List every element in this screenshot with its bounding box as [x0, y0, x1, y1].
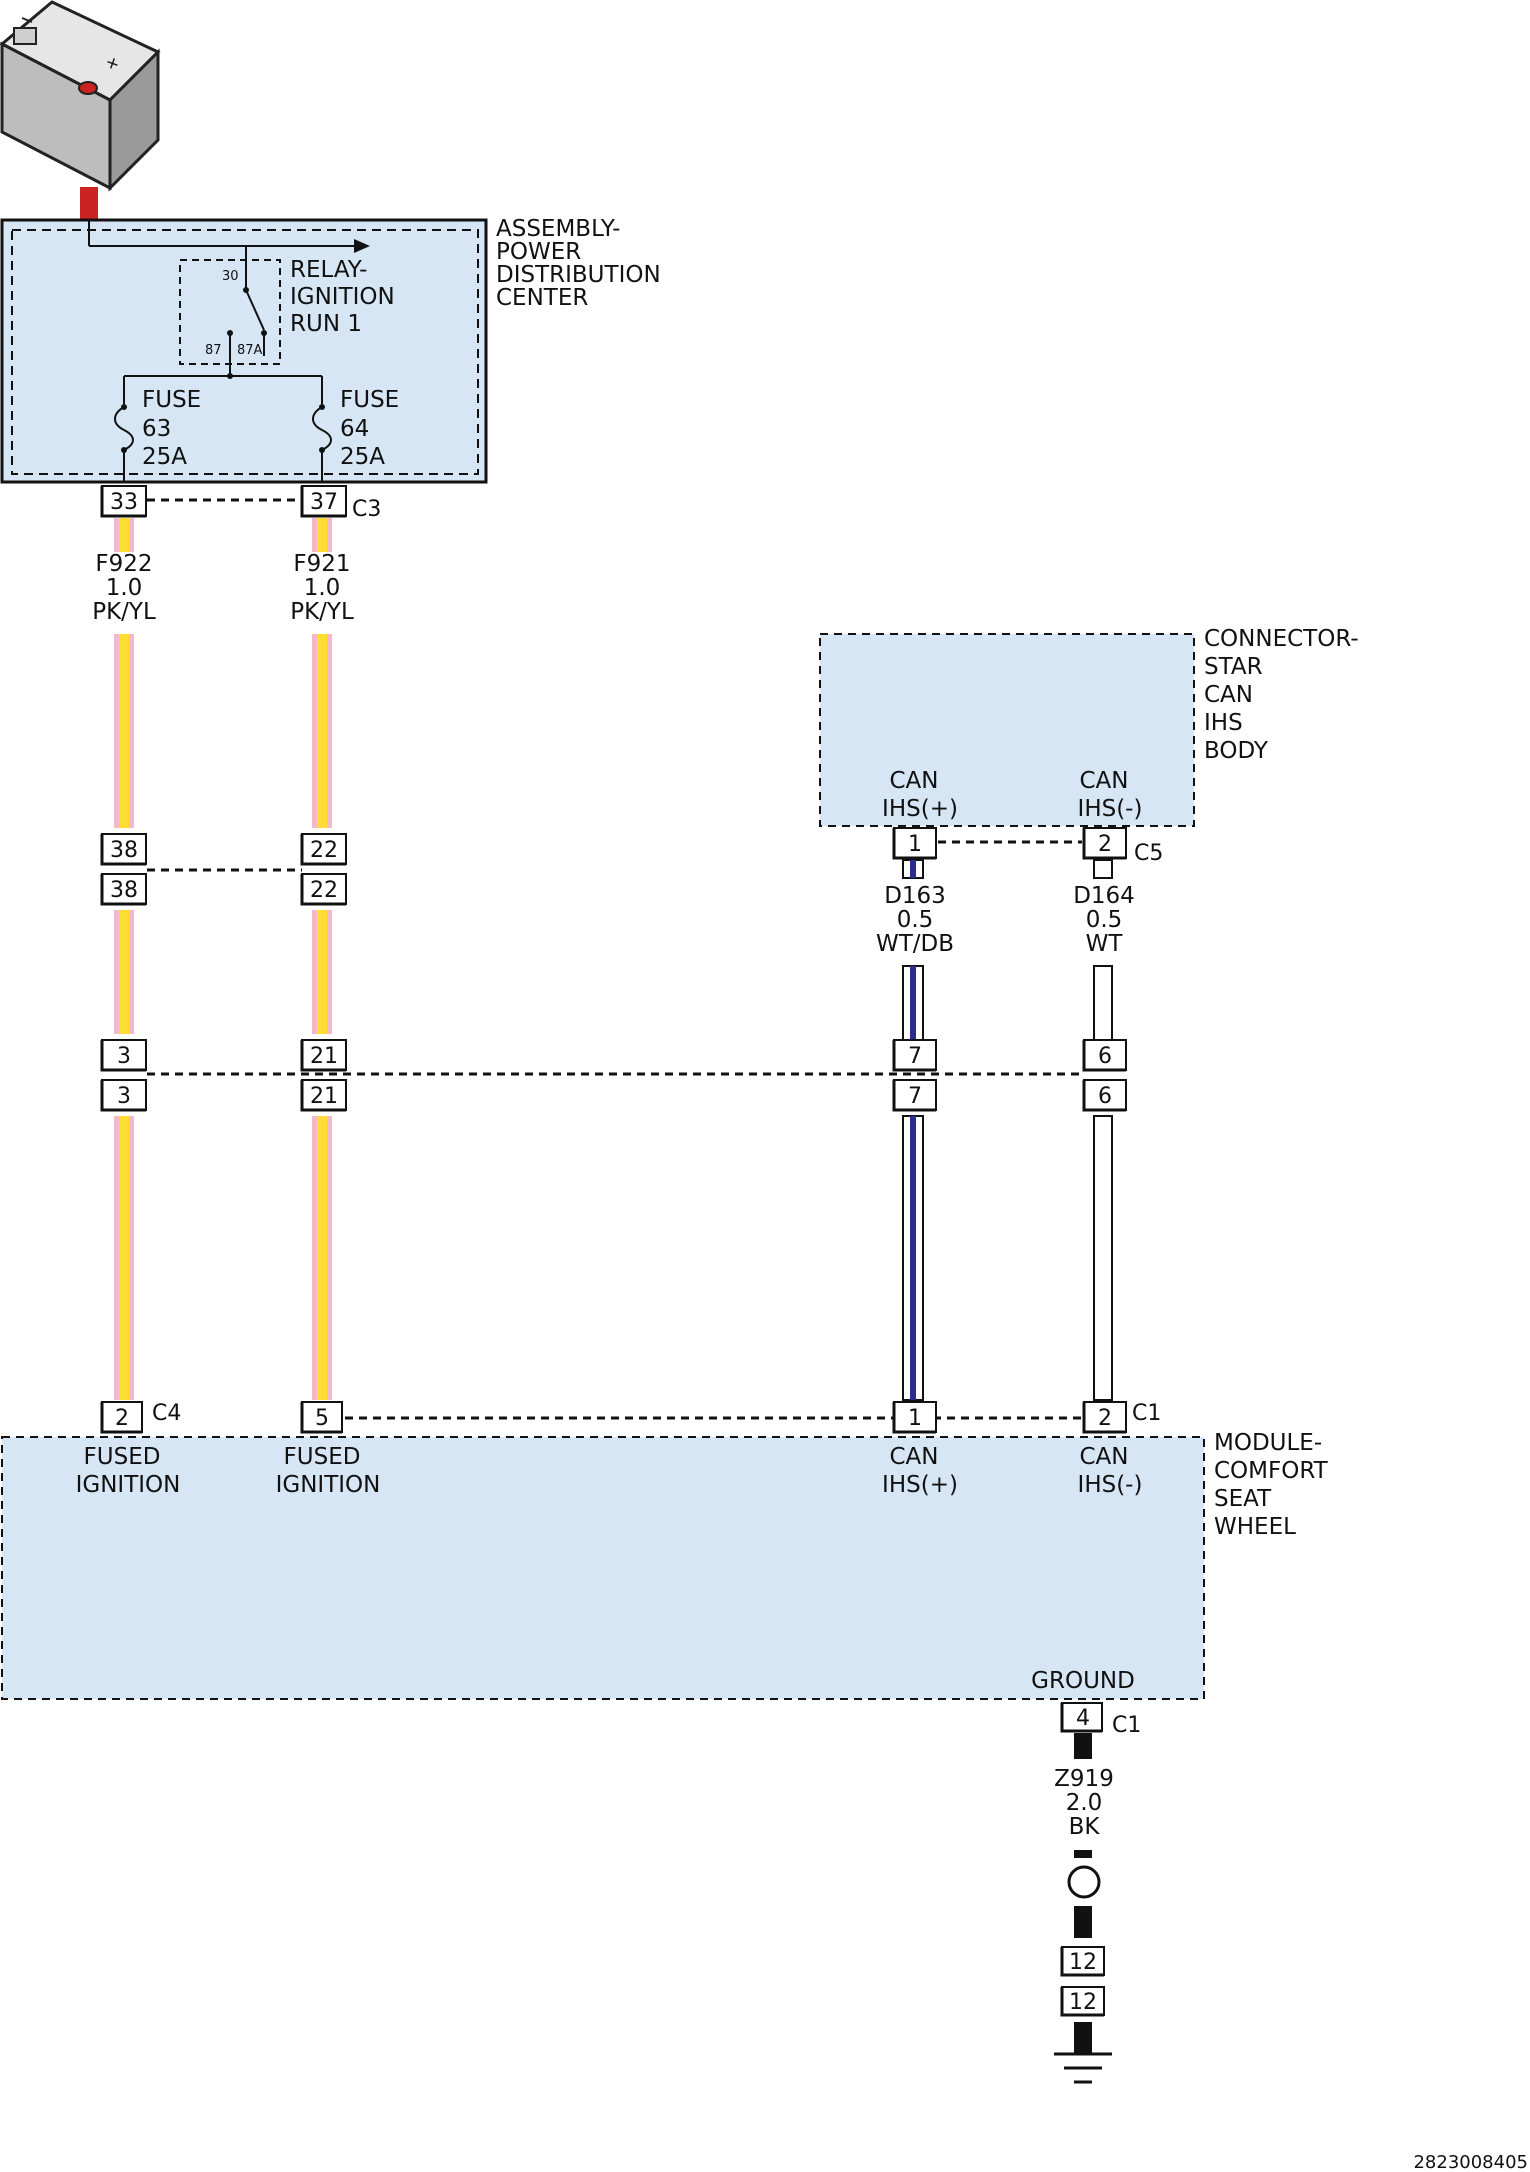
- inline2-pin-7-bottom: 7: [908, 1084, 922, 1109]
- f921-circuit: F921: [293, 551, 350, 577]
- relay-pin-30: 30: [222, 269, 239, 284]
- relay-label-1: RELAY-: [290, 257, 367, 283]
- ground-splice-pin-top: 12: [1069, 1950, 1097, 1975]
- ground-splice-pin-bottom: 12: [1069, 1990, 1097, 2015]
- wire-f921: [312, 518, 332, 1400]
- module-label-4: WHEEL: [1214, 1514, 1296, 1540]
- battery-icon: +: [0, 0, 161, 192]
- f922-circuit: F922: [95, 551, 152, 577]
- module-comfort-seat-wheel-box: [1, 1436, 1205, 1700]
- wire-z919: [1074, 1733, 1092, 1938]
- pdc-label-3: DISTRIBUTION: [496, 262, 661, 288]
- d164-circuit: D164: [1073, 883, 1135, 909]
- star-label-4: IHS: [1204, 710, 1243, 736]
- wire-f922: [114, 518, 134, 1400]
- module-fused2-label-1: FUSED: [284, 1444, 361, 1470]
- inline1-pin-38-top: 38: [110, 838, 138, 863]
- inline2-pin-21-bottom: 21: [310, 1084, 338, 1109]
- inline1-pin-22-bottom: 22: [310, 878, 338, 903]
- star-label-5: BODY: [1204, 738, 1269, 764]
- connector-links: [147, 498, 1082, 1420]
- c1-pin-2: 2: [1098, 1406, 1112, 1431]
- star-pin2-label-2: IHS(-): [1078, 796, 1143, 822]
- fuse64-label-3: 25A: [340, 444, 385, 470]
- ground-icon: [1054, 2022, 1112, 2084]
- c5-connector-label: C5: [1134, 841, 1163, 866]
- module-label-2: COMFORT: [1214, 1458, 1329, 1484]
- inline2-pin-3-bottom: 3: [117, 1084, 131, 1109]
- star-label-3: CAN: [1204, 682, 1253, 708]
- module-label-1: MODULE-: [1214, 1430, 1322, 1456]
- inline1-pin-38-bottom: 38: [110, 878, 138, 903]
- star-label-2: STAR: [1204, 654, 1263, 680]
- c3-pin-37: 37: [310, 490, 338, 515]
- f921-gauge: 1.0: [304, 575, 341, 601]
- c4-connector-label: C4: [152, 1401, 181, 1426]
- d164-color: WT: [1086, 931, 1124, 957]
- fuse64-label-2: 64: [340, 416, 369, 442]
- pdc-label-1: ASSEMBLY-: [496, 216, 620, 242]
- relay-label-2: IGNITION: [290, 284, 395, 310]
- inline2-pin-7-top: 7: [908, 1044, 922, 1069]
- z919-circuit: Z919: [1054, 1766, 1114, 1792]
- module-ground-label: GROUND: [1031, 1668, 1135, 1694]
- module-canp-label-2: IHS(+): [882, 1472, 958, 1498]
- module-canp-label-1: CAN: [890, 1444, 939, 1470]
- pin-boxes: [101, 485, 1127, 1433]
- fuse63-label-2: 63: [142, 416, 171, 442]
- z919-color: BK: [1069, 1814, 1101, 1840]
- f922-color: PK/YL: [92, 599, 156, 625]
- inline2-pin-6-top: 6: [1098, 1044, 1112, 1069]
- c3-pin-33: 33: [110, 490, 138, 515]
- inline2-pin-21-top: 21: [310, 1044, 338, 1069]
- relay-pin-87a: 87A: [237, 343, 263, 358]
- battery-cable: [80, 187, 98, 219]
- star-pin1-label-2: IHS(+): [882, 796, 958, 822]
- c1-pin-4: 4: [1076, 1706, 1090, 1731]
- ground-splice-boxes: [1061, 1946, 1105, 2016]
- d163-circuit: D163: [884, 883, 946, 909]
- pin-bracket-marks: [100, 486, 1126, 1434]
- d163-gauge: 0.5: [897, 907, 934, 933]
- module-fused2-label-2: IGNITION: [276, 1472, 381, 1498]
- power-distribution-center: [0, 218, 488, 484]
- inline2-pin-3-top: 3: [117, 1044, 131, 1069]
- diagram-id: 2823008405: [1413, 2152, 1528, 2172]
- module-cann-label-2: IHS(-): [1078, 1472, 1143, 1498]
- fuse63-label-1: FUSE: [142, 387, 201, 413]
- pdc-label-2: POWER: [496, 239, 581, 265]
- svg-text:+: +: [102, 52, 122, 76]
- c5-pin-1: 1: [908, 832, 922, 857]
- z919-gauge: 2.0: [1066, 1790, 1103, 1816]
- module-label-3: SEAT: [1214, 1486, 1272, 1512]
- relay-label-3: RUN 1: [290, 311, 362, 337]
- ground-c1-connector-label: C1: [1112, 1713, 1141, 1738]
- star-connector-box: [819, 633, 1195, 827]
- relay-pin-87: 87: [205, 343, 222, 358]
- c1-connector-label: C1: [1132, 1401, 1161, 1426]
- pdc-label-4: CENTER: [496, 285, 588, 311]
- c5-pin-2: 2: [1098, 832, 1112, 857]
- star-pin1-label-1: CAN: [890, 768, 939, 794]
- splice-icon: [1067, 1865, 1101, 1899]
- inline2-pin-6-bottom: 6: [1098, 1084, 1112, 1109]
- d164-gauge: 0.5: [1086, 907, 1123, 933]
- c4-pin-2: 2: [115, 1406, 129, 1431]
- fuse63-label-3: 25A: [142, 444, 187, 470]
- d163-color: WT/DB: [876, 931, 954, 957]
- f922-gauge: 1.0: [106, 575, 143, 601]
- star-label-1: CONNECTOR-: [1204, 626, 1359, 652]
- c3-connector-label: C3: [352, 497, 381, 522]
- c1-pin-1: 1: [908, 1406, 922, 1431]
- fuse64-label-1: FUSE: [340, 387, 399, 413]
- inline1-pin-22-top: 22: [310, 838, 338, 863]
- module-fused1-label-1: FUSED: [84, 1444, 161, 1470]
- f921-color: PK/YL: [290, 599, 354, 625]
- star-pin2-label-1: CAN: [1080, 768, 1129, 794]
- module-fused1-label-2: IGNITION: [76, 1472, 181, 1498]
- module-pin-5: 5: [315, 1406, 329, 1431]
- module-cann-label-1: CAN: [1080, 1444, 1129, 1470]
